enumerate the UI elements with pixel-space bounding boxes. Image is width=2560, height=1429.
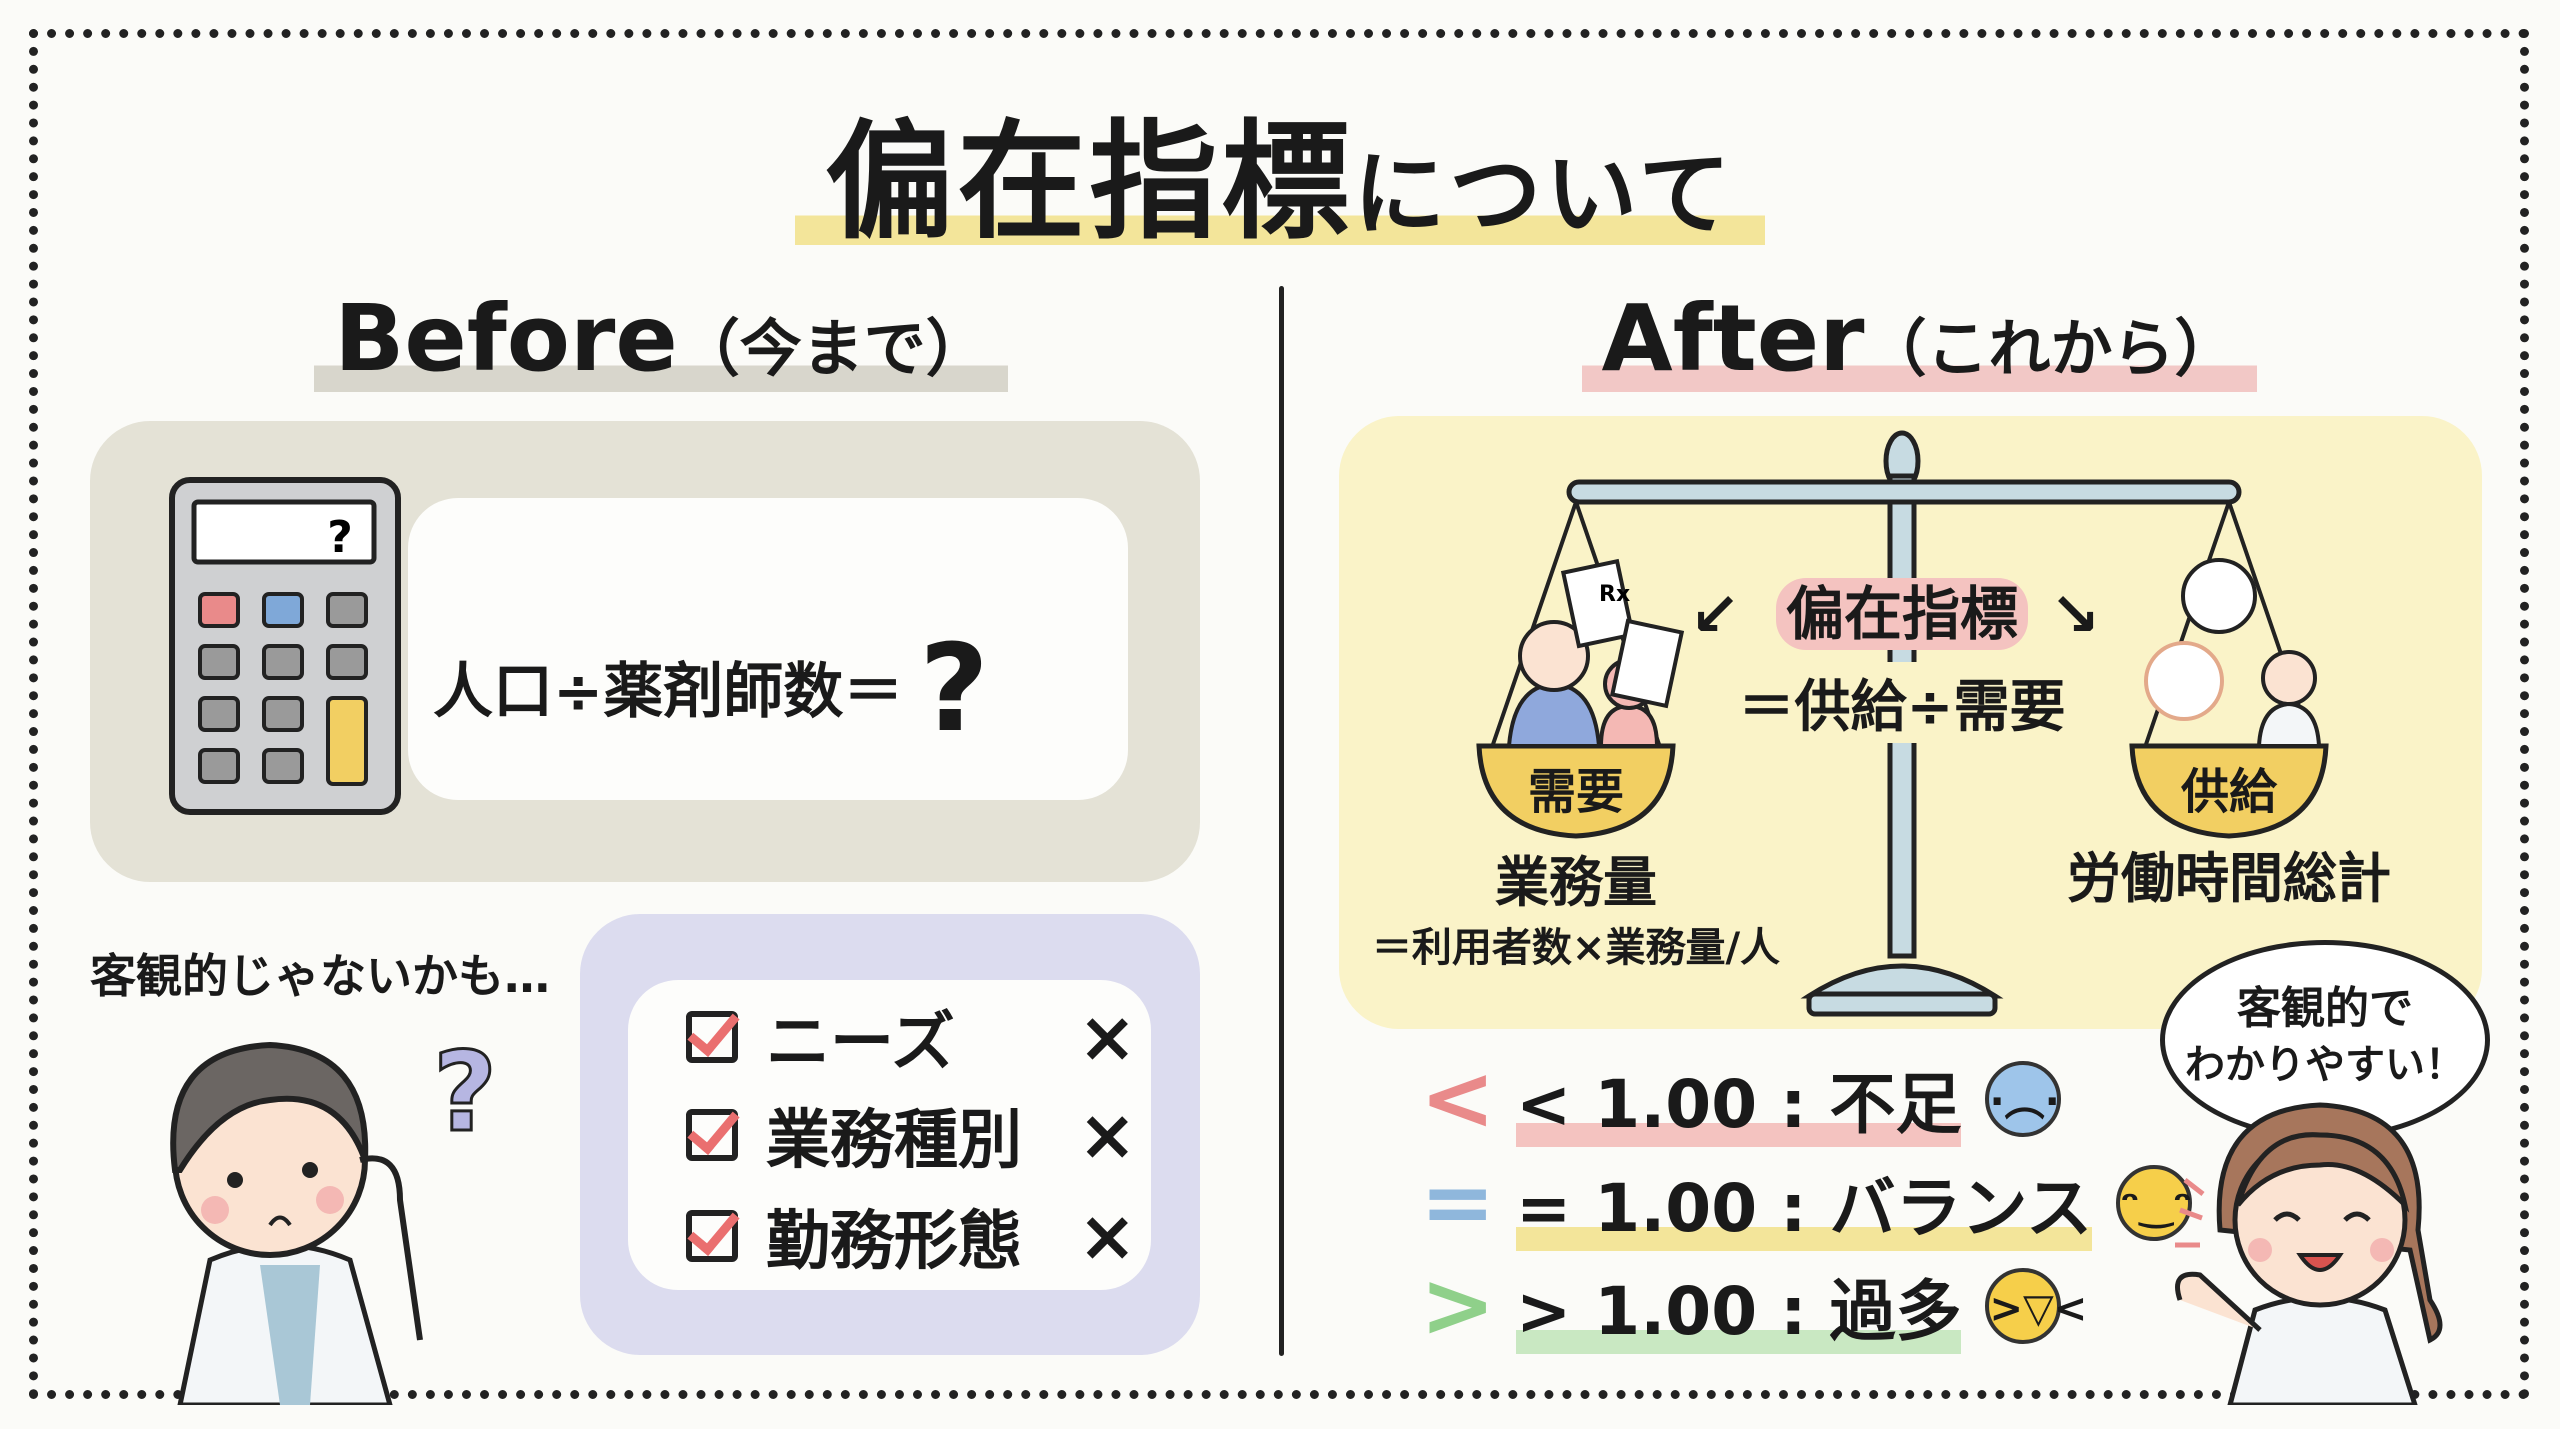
anxious-face-icon: ·︵·: [1985, 1061, 2062, 1137]
calculator-icon: ?: [169, 477, 401, 815]
greater-than-icon: >: [1420, 1253, 1496, 1358]
arrow-right-icon: ↘: [2050, 580, 2101, 650]
old-formula: 人口÷薬剤師数＝?: [433, 620, 989, 759]
legend-row-shortage: << 1.00 : 不足·︵·: [1420, 1046, 2062, 1151]
page-title: 偏在指標について: [0, 78, 2560, 263]
before-heading: Before（今まで）: [161, 285, 1161, 392]
cross-icon: ×: [1078, 1195, 1137, 1277]
rx-icon: Rx: [1599, 582, 1630, 607]
checklist-item: 勤務形態×: [686, 1195, 1137, 1279]
question-mark-icon: ?: [433, 1028, 497, 1156]
less-than-icon: <: [1420, 1046, 1496, 1151]
legend-row-excess: >> 1.00 : 過多>▽<: [1420, 1253, 2088, 1358]
doubt-text: 客観的じゃないかも…: [90, 949, 550, 1003]
cross-icon: ×: [1078, 996, 1137, 1078]
confused-pharmacist-illustration: ?: [170, 1027, 498, 1405]
cross-icon: ×: [1078, 1094, 1137, 1176]
formula-card: [408, 498, 1128, 800]
arrow-left-icon: ↙: [1690, 580, 1741, 650]
dotted-frame: [29, 29, 2529, 1399]
supply-title: 労働時間総計: [2067, 847, 2391, 910]
indicator-formula: ＝供給÷需要: [1702, 662, 2102, 743]
supply-pan-label: 供給: [2180, 764, 2277, 820]
demand-title: 業務量: [1495, 851, 1657, 914]
calculator-display: ?: [327, 512, 353, 563]
equals-icon: =: [1420, 1150, 1496, 1255]
smiling-face-icon: ᵔ‿ᵔ: [2116, 1165, 2192, 1241]
checkbox-checked-icon: [686, 1109, 738, 1161]
after-heading: After（これから）: [1419, 285, 2419, 392]
demand-pan-label: 需要: [1527, 764, 1624, 820]
sweat-smile-face-icon: >▽<: [1985, 1268, 2087, 1344]
happy-pharmacist-illustration: [2175, 1102, 2443, 1405]
checklist-item: ニーズ×: [686, 996, 1137, 1080]
checklist-item: 業務種別×: [686, 1094, 1137, 1178]
demand-formula: ＝利用者数×業務量/人: [1371, 925, 1781, 971]
checkbox-checked-icon: [686, 1011, 738, 1063]
indicator-badge: 偏在指標: [1776, 578, 2028, 650]
divider: [1279, 286, 1284, 1356]
checkbox-checked-icon: [686, 1210, 738, 1262]
